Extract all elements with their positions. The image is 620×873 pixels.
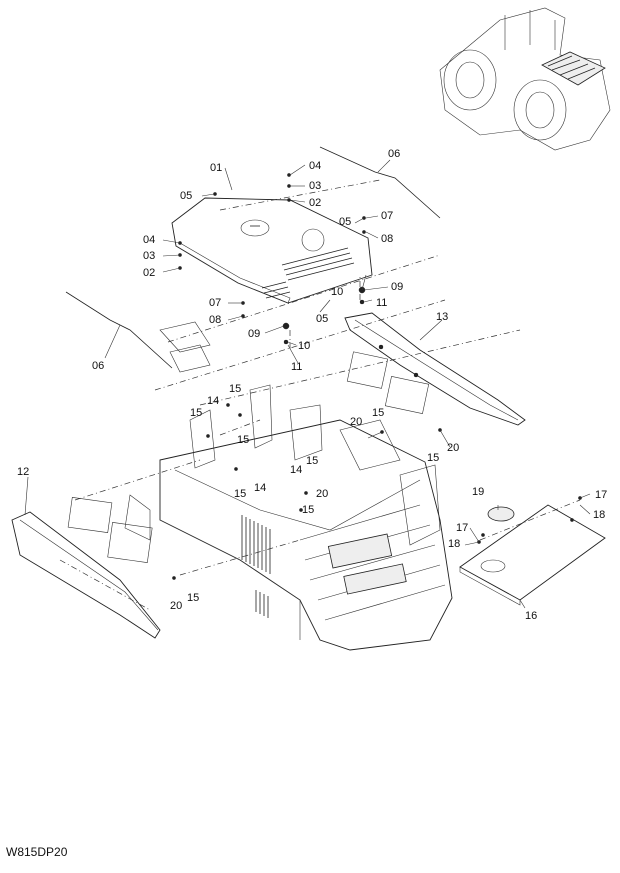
callout-06: 06 (388, 148, 400, 160)
round-cap (487, 506, 515, 522)
callout-04: 04 (143, 234, 155, 246)
callout-03: 03 (143, 250, 155, 262)
callout-12: 12 (17, 466, 29, 478)
callout-04: 04 (309, 160, 321, 172)
side-panel-left (11, 511, 161, 639)
callout-15: 15 (302, 504, 314, 516)
machine-locator-thumbnail (439, 7, 611, 151)
callout-02: 02 (143, 267, 155, 279)
callout-18: 18 (448, 538, 460, 550)
callout-15: 15 (234, 488, 246, 500)
top-cover-panel (171, 197, 373, 304)
callout-09: 09 (391, 281, 403, 293)
weather-strip-lower (65, 291, 173, 369)
callout-20: 20 (350, 416, 362, 428)
callout-15: 15 (237, 434, 249, 446)
callout-20: 20 (447, 442, 459, 454)
callout-06: 06 (92, 360, 104, 372)
callout-15: 15 (427, 452, 439, 464)
callout-07: 07 (209, 297, 221, 309)
callout-15: 15 (229, 383, 241, 395)
callout-15: 15 (190, 407, 202, 419)
callout-18: 18 (593, 509, 605, 521)
weather-strip-upper (319, 146, 441, 219)
callout-11: 11 (376, 297, 387, 309)
callout-05: 05 (180, 190, 192, 202)
side-panel-right (344, 312, 526, 426)
drawing-code: W815DP20 (6, 845, 68, 859)
callout-11: 11 (291, 361, 302, 373)
callout-20: 20 (170, 600, 182, 612)
callout-17: 17 (456, 522, 468, 534)
lower-cover-plate (459, 504, 606, 606)
callout-13: 13 (436, 311, 448, 323)
main-frame-assembly (67, 321, 453, 651)
callout-leaders (24, 159, 591, 609)
callout-14: 14 (207, 395, 219, 407)
callout-02: 02 (309, 197, 321, 209)
cover-louvers (261, 247, 355, 299)
callout-01: 01 (210, 162, 222, 174)
callout-08: 08 (209, 314, 221, 326)
callout-10: 10 (298, 340, 310, 352)
callout-14: 14 (254, 482, 266, 494)
callout-17: 17 (595, 489, 607, 501)
callout-15: 15 (306, 455, 318, 467)
callout-10: 10 (331, 286, 343, 298)
callout-03: 03 (309, 180, 321, 192)
callout-15: 15 (187, 592, 199, 604)
callout-14: 14 (290, 464, 302, 476)
callout-16: 16 (525, 610, 537, 622)
callout-20: 20 (316, 488, 328, 500)
callout-07: 07 (381, 210, 393, 222)
callout-19: 19 (472, 486, 484, 498)
callout-05: 05 (339, 216, 351, 228)
callout-05: 05 (316, 313, 328, 325)
callout-08: 08 (381, 233, 393, 245)
side-grille (241, 515, 271, 618)
callout-labels: 01 05 04 03 02 06 04 03 02 05 07 08 09 1… (17, 148, 607, 622)
callout-09: 09 (248, 328, 260, 340)
callout-15: 15 (372, 407, 384, 419)
assembly-centerlines (59, 179, 581, 611)
